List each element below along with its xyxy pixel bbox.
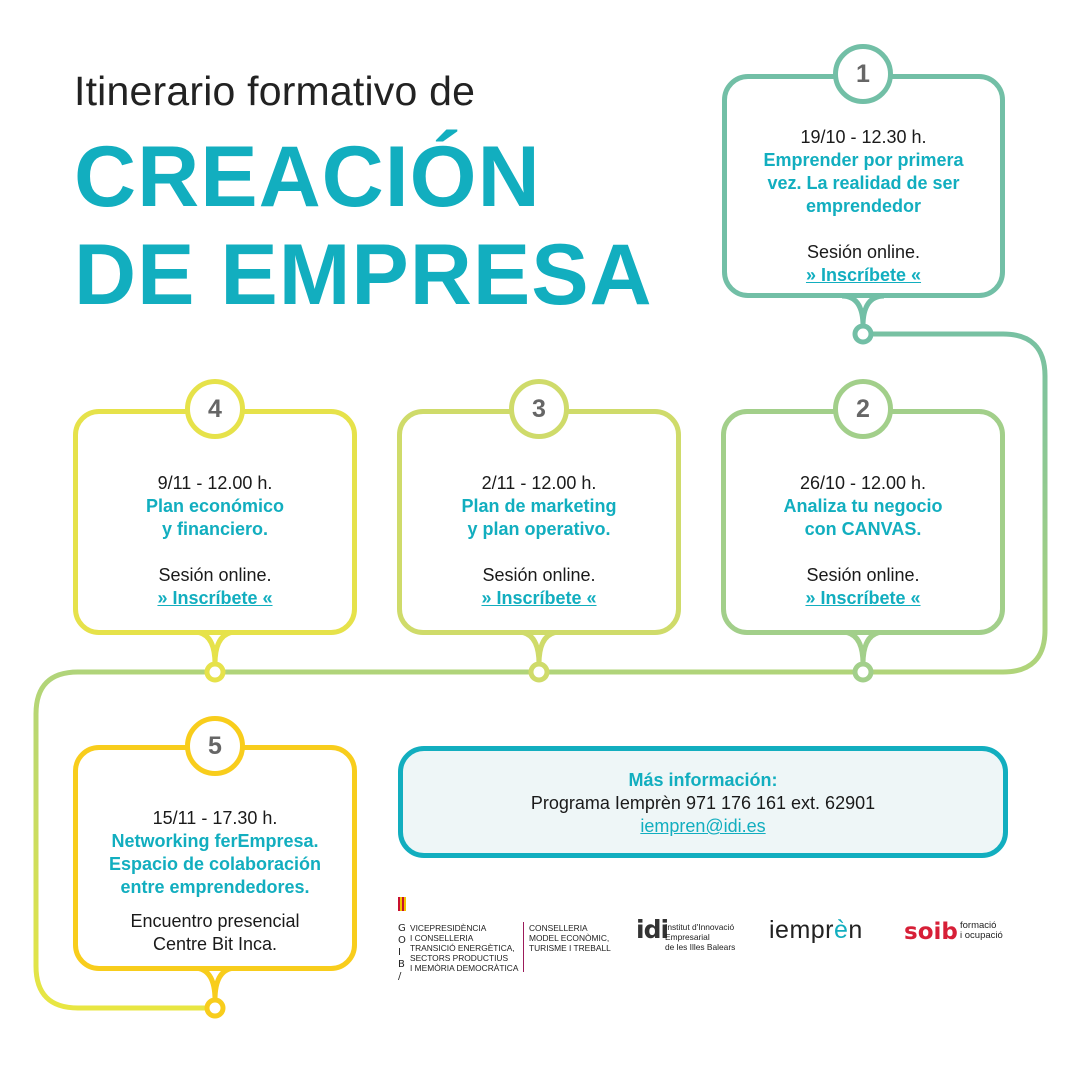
step-date: 15/11 - 17.30 h. <box>152 808 278 828</box>
connector-2 <box>841 629 866 665</box>
connector-5 <box>193 965 218 1001</box>
step-topic: y financiero. <box>161 519 269 539</box>
track-node-2 <box>852 661 874 683</box>
connector-3b <box>536 629 561 665</box>
track-node-5 <box>204 997 226 1019</box>
goib-logo: G O I B / VICEPRESIDÈNCIA I CONSELLERIA … <box>396 895 524 982</box>
step-session: Sesión online. <box>806 565 920 585</box>
step-session: Sesión online. <box>482 565 596 585</box>
step-number-badge-4: 4 <box>185 379 245 439</box>
page-title-line1: CREACIÓN <box>74 129 541 225</box>
step-number: 1 <box>856 59 870 88</box>
register-link[interactable]: » Inscríbete « <box>481 588 597 608</box>
register-link[interactable]: » Inscríbete « <box>805 588 921 608</box>
step-number-badge-3: 3 <box>509 379 569 439</box>
step-topic: Plan de marketing <box>461 496 617 516</box>
step-number-badge-2: 2 <box>833 379 893 439</box>
track-node-1 <box>852 323 874 345</box>
goib-text: VICEPRESIDÈNCIA I CONSELLERIA TRANSICIÓ … <box>410 923 519 973</box>
iempren-logo: iemprèn <box>769 916 863 945</box>
track-nodes <box>204 323 874 1019</box>
step-number: 5 <box>208 731 222 760</box>
sponsor-logos: G O I B / VICEPRESIDÈNCIA I CONSELLERIA … <box>396 895 1016 985</box>
iempren-logo-part2: n <box>848 916 863 944</box>
step-date: 2/11 - 12.00 h. <box>481 473 597 493</box>
step-card-3: 2/11 - 12.00 h. Plan de marketing y plan… <box>397 409 681 635</box>
step-date: 9/11 - 12.00 h. <box>157 473 273 493</box>
step-number: 3 <box>532 394 546 423</box>
register-link[interactable]: » Inscríbete « <box>805 265 922 285</box>
idi-text: Institut d'Innovació Empresarial de les … <box>665 922 736 952</box>
step-number: 4 <box>208 394 222 423</box>
flag-icon <box>398 897 406 911</box>
conselleria-text: CONSELLERIA MODEL ECONÒMIC, TURISME I TR… <box>529 923 611 953</box>
register-link[interactable]: » Inscríbete « <box>157 588 273 608</box>
iempren-logo-accent: è <box>834 916 849 944</box>
step-card-5: 15/11 - 17.30 h. Networking ferEmpresa. … <box>73 745 357 971</box>
step-number-badge-5: 5 <box>185 716 245 776</box>
connector-5b <box>212 965 237 1001</box>
step-card-1: 19/10 - 12.30 h. Emprender por primera v… <box>722 74 1005 298</box>
step-topic: y plan operativo. <box>467 519 611 539</box>
connector-4b <box>212 629 237 665</box>
step-topic: entre emprendedores. <box>120 877 310 897</box>
step-topic: Analiza tu negocio <box>783 496 943 516</box>
track-node-4 <box>204 661 226 683</box>
step-number-badge-1: 1 <box>833 44 893 104</box>
step-session: Sesión online. <box>158 565 272 585</box>
step-topic: Emprender por primera <box>763 150 964 170</box>
step-topic: vez. La realidad de ser <box>767 173 960 193</box>
step-card-2: 26/10 - 12.00 h. Analiza tu negocio con … <box>721 409 1005 635</box>
step-topic: Espacio de colaboración <box>108 854 322 874</box>
step-session: Encuentro presencial <box>130 911 300 931</box>
connector-1b <box>860 293 885 327</box>
soib-mark: soib <box>904 919 958 945</box>
connector-2b <box>860 629 885 665</box>
step-number: 2 <box>856 394 870 423</box>
step-topic: Networking ferEmpresa. <box>111 831 319 851</box>
email-link[interactable]: iempren@idi.es <box>640 816 766 836</box>
page-title-line2: DE EMPRESA <box>74 227 653 323</box>
more-info-phone: Programa Iemprèn 971 176 161 ext. 62901 <box>530 793 876 813</box>
more-info-heading: Más información: <box>628 770 778 790</box>
step-topic: emprendedor <box>805 196 922 216</box>
step-session: Centre Bit Inca. <box>152 934 278 954</box>
more-info-box: Más información: Programa Iemprèn 971 17… <box>398 746 1008 858</box>
connector-1 <box>841 293 866 327</box>
page-subtitle: Itinerario formativo de <box>74 68 476 114</box>
step-topic: Plan económico <box>145 496 285 516</box>
soib-text: formació i ocupació <box>960 920 1003 941</box>
track-node-3 <box>528 661 550 683</box>
idi-mark: idi <box>636 915 669 944</box>
step-topic: con CANVAS. <box>804 519 922 539</box>
idi-logo: idi Institut d'Innovació Empresarial de … <box>636 915 735 952</box>
logo-divider <box>523 922 524 972</box>
iempren-logo-part1: iempr <box>769 916 835 944</box>
step-session: Sesión online. <box>806 242 921 262</box>
step-date: 19/10 - 12.30 h. <box>800 127 927 147</box>
step-date: 26/10 - 12.00 h. <box>799 473 927 493</box>
soib-logo: soib formació i ocupació <box>904 919 1003 945</box>
connector-3 <box>517 629 542 665</box>
step-card-4: 9/11 - 12.00 h. Plan económico y financi… <box>73 409 357 635</box>
connector-4 <box>193 629 218 665</box>
goib-letters: G O I B / <box>398 923 406 982</box>
